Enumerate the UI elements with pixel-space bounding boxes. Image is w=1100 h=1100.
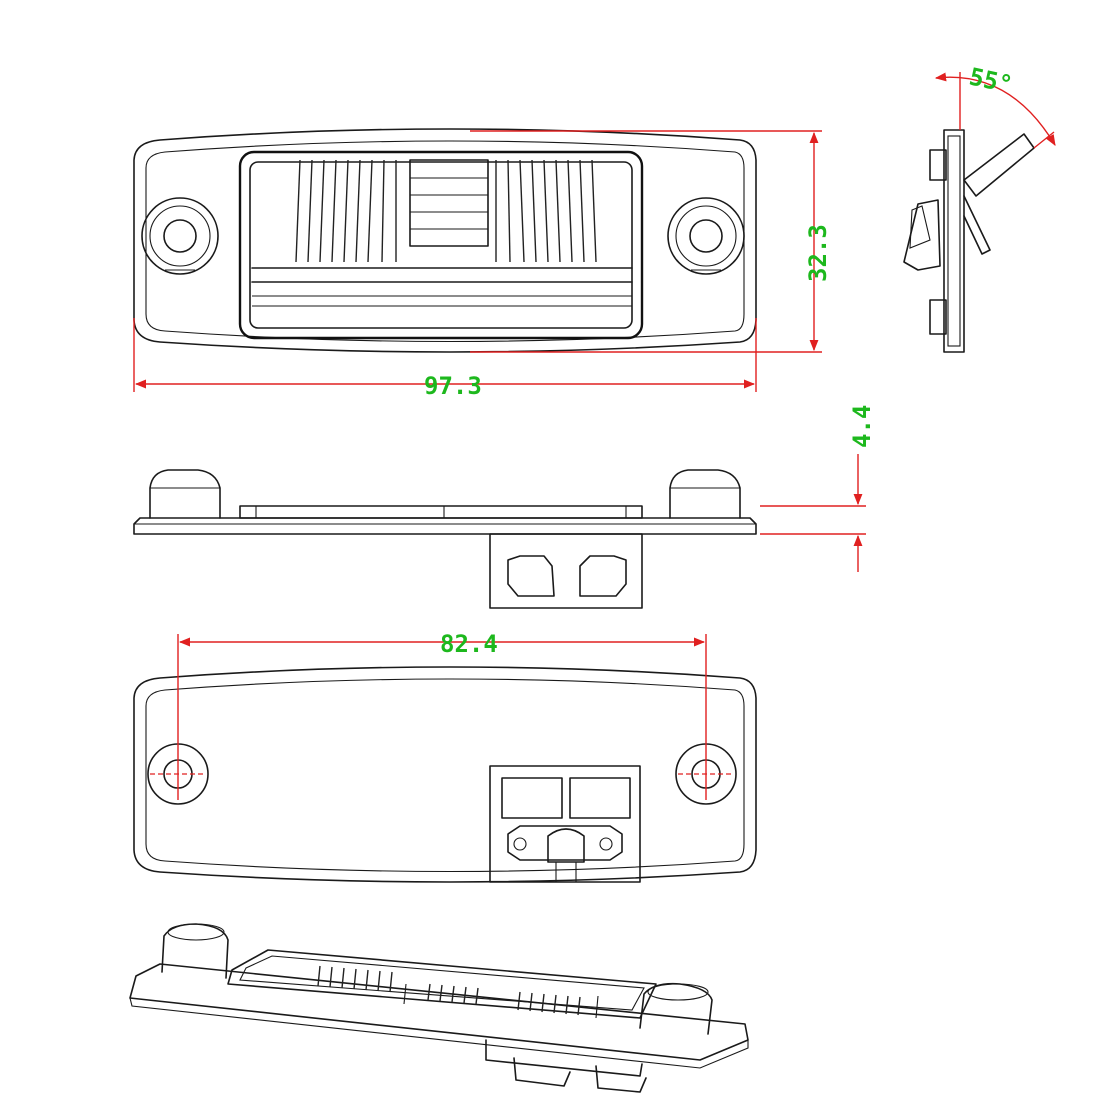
hole-spacing-label: 82.4	[440, 630, 498, 658]
isometric-view	[129, 923, 749, 1093]
front-view-housing	[133, 128, 757, 353]
front-view: 97.3 32.3	[133, 128, 832, 400]
dimension-hole-spacing: 82.4	[150, 630, 734, 800]
height-label: 32.3	[804, 224, 832, 282]
top-view: 4.4	[133, 405, 876, 609]
dimension-thickness: 4.4	[760, 405, 876, 572]
dimension-length: 97.3	[133, 318, 757, 400]
back-view: 82.4	[133, 630, 757, 883]
length-label: 97.3	[424, 372, 482, 400]
dimension-height: 32.3	[470, 130, 832, 353]
lens-hatching	[295, 159, 597, 263]
isometric-hatching	[317, 965, 581, 1016]
center-block	[409, 159, 489, 247]
right-mount-boss	[667, 197, 745, 275]
dimension-angle: 55°	[934, 62, 1056, 149]
connector-socket	[489, 765, 641, 883]
lens-window	[238, 150, 644, 340]
side-view: 55°	[903, 62, 1056, 353]
angle-label: 55°	[967, 62, 1015, 98]
back-view-housing	[133, 666, 757, 883]
left-mount-boss	[141, 197, 219, 275]
thickness-label: 4.4	[848, 405, 876, 448]
